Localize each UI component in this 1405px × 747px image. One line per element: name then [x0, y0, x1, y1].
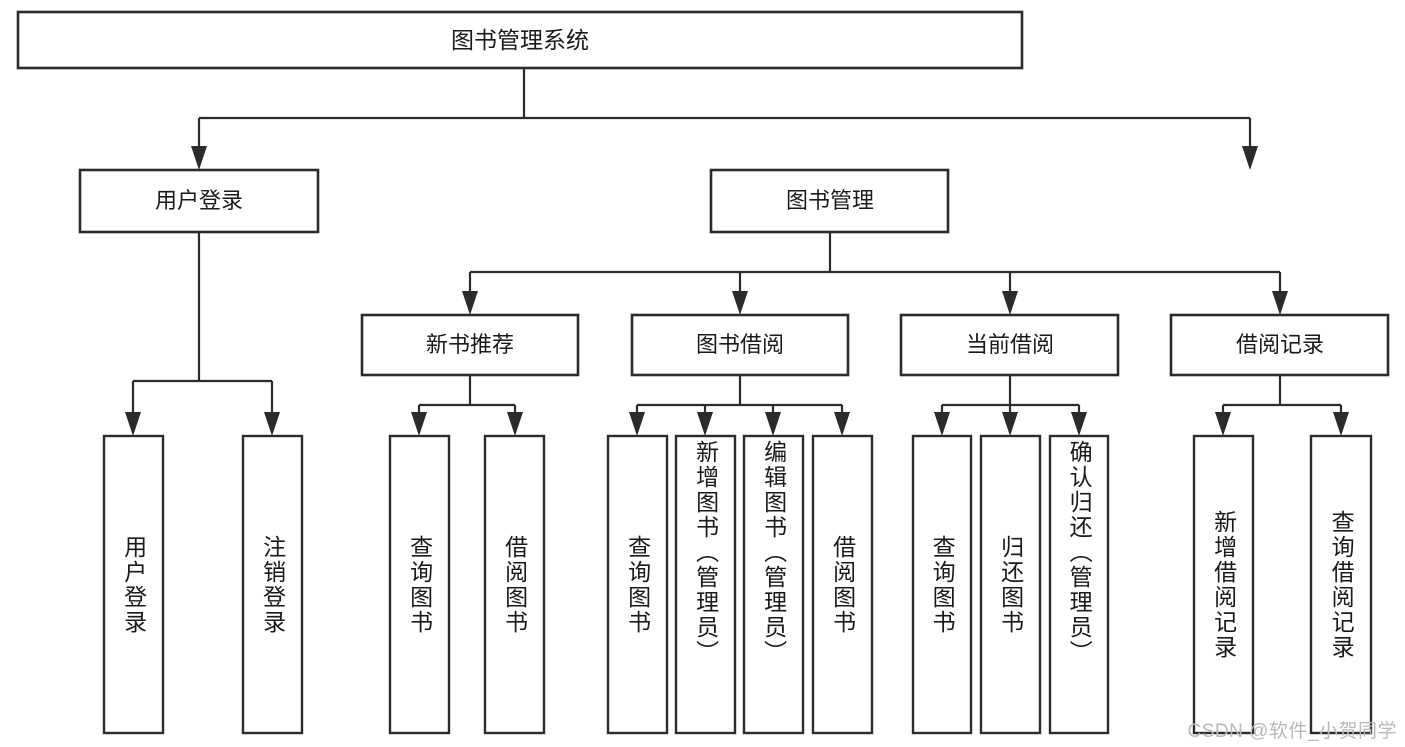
node-user-login-label: 用户登录 [155, 188, 243, 213]
arrow-leaf-query-book-1-icon [411, 412, 427, 436]
arrow-to-new-book-recommend-icon [462, 291, 478, 315]
arrow-leaf-return-book-icon [1002, 412, 1018, 436]
node-user-login-box[interactable] [78, 168, 320, 234]
node-borrow-record-box[interactable] [1169, 313, 1390, 377]
leaf-user-login-box[interactable] [102, 434, 165, 735]
leaf-add-book-box[interactable] [674, 434, 737, 735]
node-book-borrow-box[interactable] [630, 313, 850, 377]
leaf-confirm-return-box[interactable] [1048, 434, 1110, 735]
leaf-add-record-box[interactable] [1192, 434, 1255, 735]
arrow-leaf-confirm-return-icon [1071, 412, 1087, 436]
arrow-leaf-add-record-icon [1215, 412, 1231, 436]
node-book-manage-label: 图书管理 [786, 188, 874, 213]
leaf-borrow-book-2-box[interactable] [811, 434, 874, 735]
leaf-query-book-3-box[interactable] [911, 434, 973, 735]
horizontal-label-layer: 图书管理系统 用户登录 图书管理 新书推荐 图书借阅 当前借阅 借阅记录 [155, 27, 1324, 357]
leaf-borrow-book-1-box[interactable] [483, 434, 546, 735]
node-new-book-recommend-box[interactable] [360, 313, 580, 377]
node-title-box[interactable] [16, 10, 1024, 70]
node-borrow-record-label: 借阅记录 [1236, 332, 1324, 357]
arrow-leaf-borrow-book-2-icon [834, 412, 850, 436]
title-label: 图书管理系统 [451, 27, 589, 53]
leaf-return-book-box[interactable] [979, 434, 1042, 735]
node-current-borrow-label: 当前借阅 [966, 332, 1054, 357]
arrow-leaf-query-book-3-icon [934, 412, 950, 436]
leaf-query-book-1-box[interactable] [388, 434, 451, 735]
leaf-edit-book-box[interactable] [742, 434, 805, 735]
arrow-leaf-user-login-icon [125, 412, 141, 436]
node-new-book-recommend-label: 新书推荐 [426, 332, 514, 357]
leaf-logout-login-box[interactable] [241, 434, 304, 735]
node-book-borrow-label: 图书借阅 [696, 332, 784, 357]
leaf-query-record-box[interactable] [1309, 434, 1373, 735]
arrow-leaf-query-book-2-icon [629, 412, 645, 436]
arrow-to-current-borrow-icon [1002, 291, 1018, 315]
connector-layer [125, 68, 1349, 436]
arrow-to-book-manage-icon [1242, 146, 1258, 170]
arrow-to-user-login-icon [191, 146, 207, 170]
arrow-leaf-add-book-icon [697, 412, 713, 436]
box-layer [16, 10, 1390, 735]
arrow-leaf-logout-login-icon [264, 412, 280, 436]
arrow-to-book-borrow-icon [732, 291, 748, 315]
arrow-leaf-query-record-icon [1333, 412, 1349, 436]
node-book-manage-box[interactable] [709, 168, 950, 234]
arrow-leaf-edit-book-icon [765, 412, 781, 436]
arrow-leaf-borrow-book-1-icon [507, 412, 523, 436]
node-current-borrow-box[interactable] [899, 313, 1120, 377]
arrow-to-borrow-record-icon [1272, 291, 1288, 315]
leaf-query-book-2-box[interactable] [606, 434, 669, 735]
